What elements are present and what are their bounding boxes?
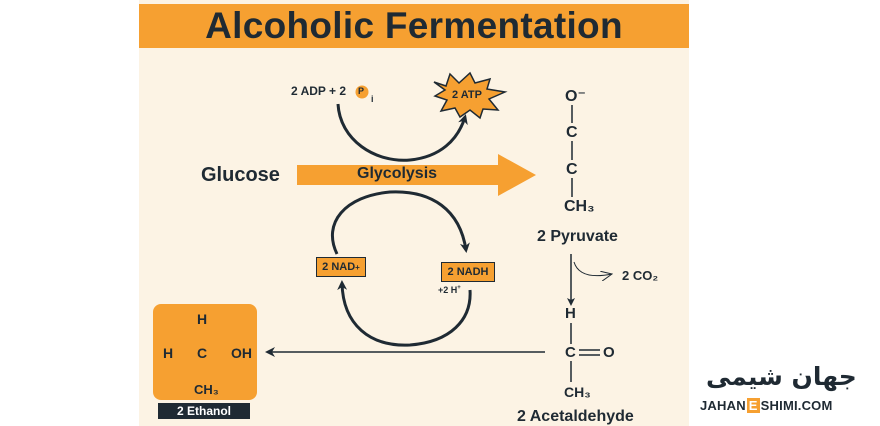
- glycolysis-arrow: [297, 154, 536, 196]
- ethanol-carbon: C: [197, 345, 208, 361]
- nad-box: 2 NAD+: [316, 257, 366, 277]
- acetaldehyde-carbon: C: [565, 344, 576, 361]
- phosphate-circle: [355, 85, 369, 99]
- adp-label: 2 ADP + 2: [291, 84, 347, 98]
- pyruvate-carbon-2: C: [566, 161, 578, 178]
- ethanol-hydrogen-left: H: [163, 345, 174, 361]
- pyruvate-carbon-1: C: [566, 124, 578, 141]
- nad-to-nadh-arc: [330, 190, 470, 255]
- ethanol-label: 2 Ethanol: [158, 403, 250, 419]
- atp-label: 2 ATP: [452, 89, 482, 101]
- atp-starburst: [433, 71, 508, 120]
- watermark-logo: جهان شیمی: [706, 362, 857, 391]
- acetaldehyde-methyl: CH₃: [564, 384, 591, 400]
- ethanol-methyl: CH₃: [194, 382, 219, 397]
- co2-label: 2 CO₂: [622, 268, 659, 283]
- ethanol-hydrogen-top: H: [197, 311, 208, 327]
- acetaldehyde-hydrogen: H: [565, 305, 576, 322]
- title-bar: Alcoholic Fermentation: [139, 4, 689, 48]
- ethanol-hydroxyl: OH: [231, 345, 252, 361]
- pyruvate-oxygen: O⁻: [565, 88, 586, 105]
- hydrogen-label: +2 H+: [438, 285, 461, 295]
- pyruvate-label: 2 Pyruvate: [537, 228, 618, 245]
- glycolysis-label: Glycolysis: [357, 165, 438, 182]
- ethanol-box: [153, 304, 257, 400]
- nadh-box: 2 NADH: [441, 262, 495, 282]
- atp-arc: [336, 103, 468, 162]
- acetaldehyde-oxygen: O: [603, 344, 615, 361]
- phosphate-subscript: i: [371, 94, 374, 104]
- page-title: Alcoholic Fermentation: [205, 5, 623, 46]
- pyruvate-methyl: CH₃: [564, 198, 595, 215]
- glucose-label: Glucose: [201, 164, 280, 186]
- acetaldehyde-label: 2 Acetaldehyde: [517, 408, 634, 425]
- co2-release-arrow: [573, 261, 612, 276]
- phosphate-symbol: P: [358, 86, 365, 96]
- nadh-to-nad-arc: [337, 280, 472, 347]
